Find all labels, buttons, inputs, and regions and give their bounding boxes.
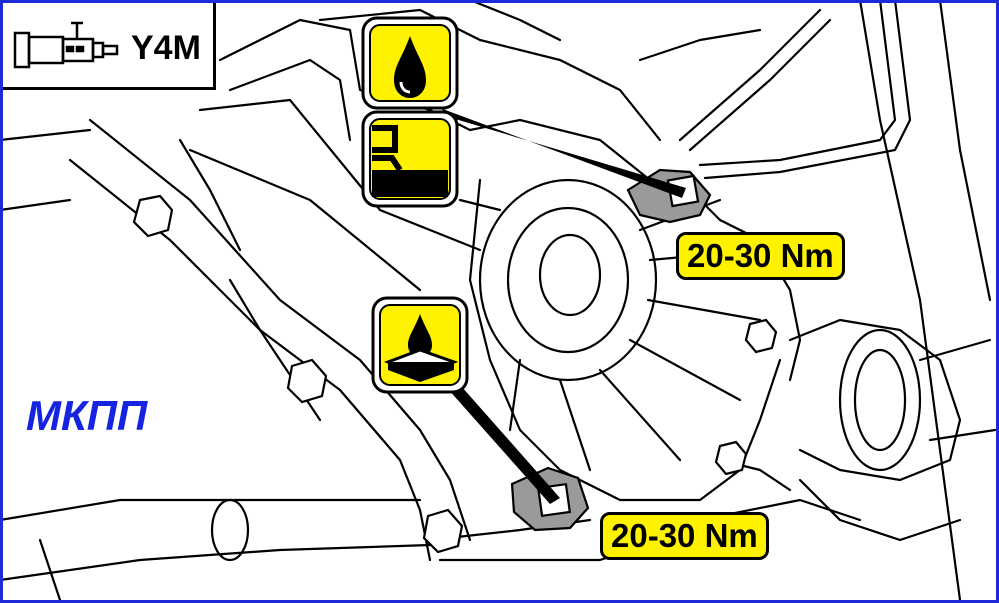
model-code: Y4M <box>131 29 201 67</box>
fill-leader <box>440 108 686 198</box>
fill-level-icon <box>361 110 459 208</box>
model-header: Y4M <box>3 3 216 90</box>
drain-leader <box>440 378 560 504</box>
transmission-type-label: МКПП <box>26 392 148 439</box>
drain-plug-torque-label: 20-30 Nm <box>600 512 769 560</box>
bolt-right-mid <box>744 318 778 354</box>
bolt-lower-mid <box>422 508 464 554</box>
oil-drop-icon <box>361 16 459 110</box>
oil-drain-icon <box>371 296 469 394</box>
bolt-mid-left <box>286 358 328 404</box>
bolt-right-lower <box>714 440 748 476</box>
bolt-upper-left <box>132 194 174 238</box>
transmission-gearbox-icon <box>13 21 119 69</box>
fill-plug-torque-label: 20-30 Nm <box>676 232 845 280</box>
